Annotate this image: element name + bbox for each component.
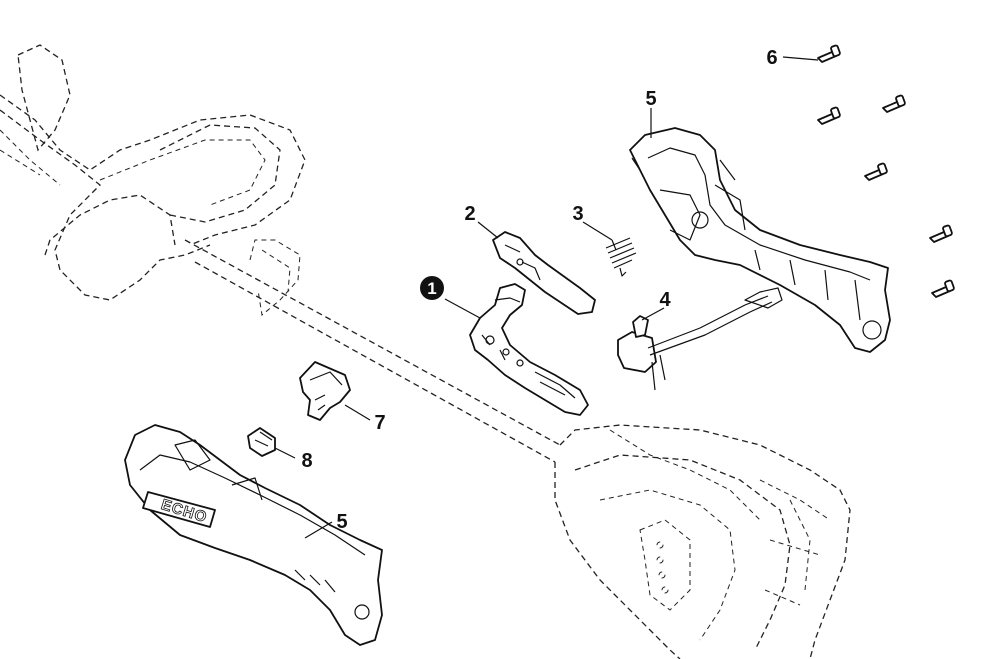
callout-5-right: 5 [645,88,656,110]
callout-7: 7 [374,412,385,434]
lockout-lever [492,231,596,315]
screws [817,44,955,298]
ghost-trimmer-outline [0,44,851,659]
switch-assembly [617,287,783,391]
spring [605,237,637,277]
svg-text:1: 1 [427,279,436,298]
callout-4: 4 [659,289,671,311]
callout-3: 3 [572,203,583,225]
callout-labels: 1 2 3 4 5 6 7 8 5 [301,47,777,533]
screw-6 [931,279,955,298]
callout-8: 8 [301,450,312,472]
right-handle-half [629,127,891,353]
callout-1: 1 [420,276,444,300]
callout-2: 2 [464,203,475,225]
callout-6: 6 [766,47,777,69]
bracket [299,361,351,421]
leader-lines [274,56,819,539]
screw-5 [929,224,953,243]
throttle-trigger [469,283,589,416]
screw-2 [817,106,841,125]
screw-3 [882,94,906,113]
clip [247,427,276,457]
left-handle-half: ECHO [124,424,383,646]
screw-1 [817,44,841,63]
callout-5-left: 5 [336,511,347,533]
screw-4 [864,162,888,181]
